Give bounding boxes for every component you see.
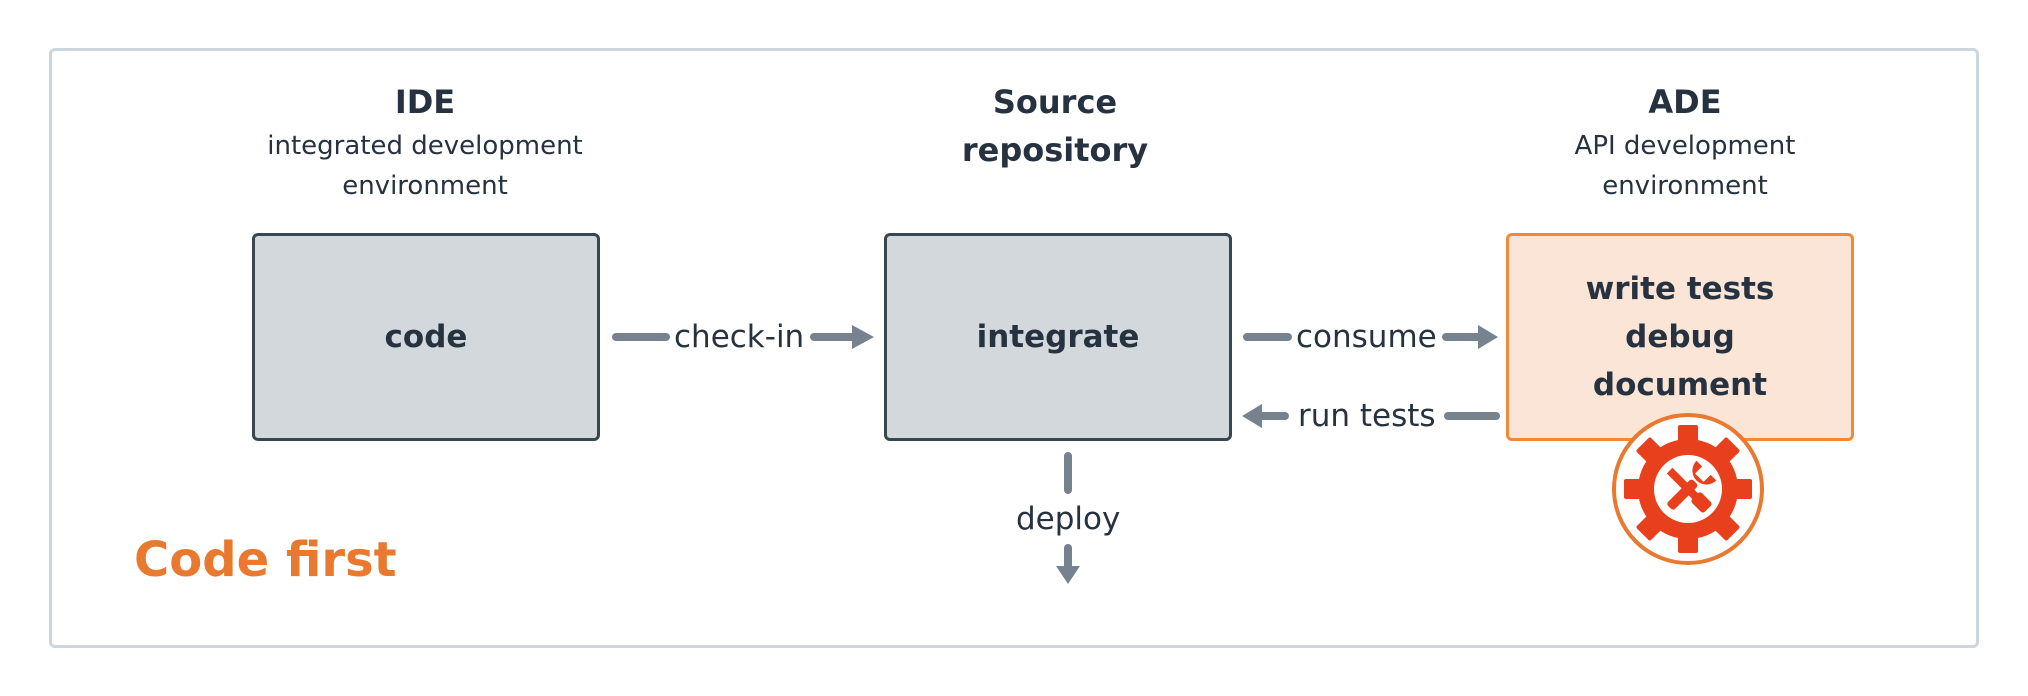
run-tests-arrowhead <box>1242 404 1262 428</box>
check-in-label: check-in <box>674 319 805 355</box>
ade-title: ADE <box>1648 83 1722 121</box>
run-tests-label: run tests <box>1298 398 1436 434</box>
ade-tasks-box: write tests debug document <box>1506 233 1854 441</box>
approach-label: Code first <box>134 532 397 588</box>
consume-label: consume <box>1296 319 1437 355</box>
ade-subtitle-line2: environment <box>1602 171 1768 201</box>
source-repository-heading: Source repository <box>900 78 1210 174</box>
integrate-box-label: integrate <box>976 319 1140 355</box>
ide-title: IDE <box>394 83 456 121</box>
deploy-arrowhead <box>1056 566 1080 584</box>
code-box-label: code <box>384 319 468 355</box>
ade-subtitle-line1: API development <box>1574 131 1796 161</box>
code-box: code <box>252 233 600 441</box>
ade-heading: ADE API development environment <box>1480 78 1890 206</box>
ide-subtitle-line2: environment <box>342 171 508 201</box>
write-tests-label: write tests <box>1585 271 1775 307</box>
diagram-frame <box>49 48 1979 648</box>
source-title-line1: Source <box>992 83 1118 121</box>
ide-subtitle-line1: integrated development <box>267 131 583 161</box>
ide-heading: IDE integrated development environment <box>220 78 630 206</box>
gear-wrench-screwdriver-icon <box>1612 413 1764 565</box>
document-label: document <box>1592 367 1768 403</box>
debug-label: debug <box>1625 319 1735 355</box>
source-title-line2: repository <box>961 131 1149 169</box>
integrate-box: integrate <box>884 233 1232 441</box>
deploy-label: deploy <box>1016 501 1121 537</box>
consume-arrowhead <box>1478 325 1498 349</box>
check-in-arrowhead <box>852 325 874 349</box>
